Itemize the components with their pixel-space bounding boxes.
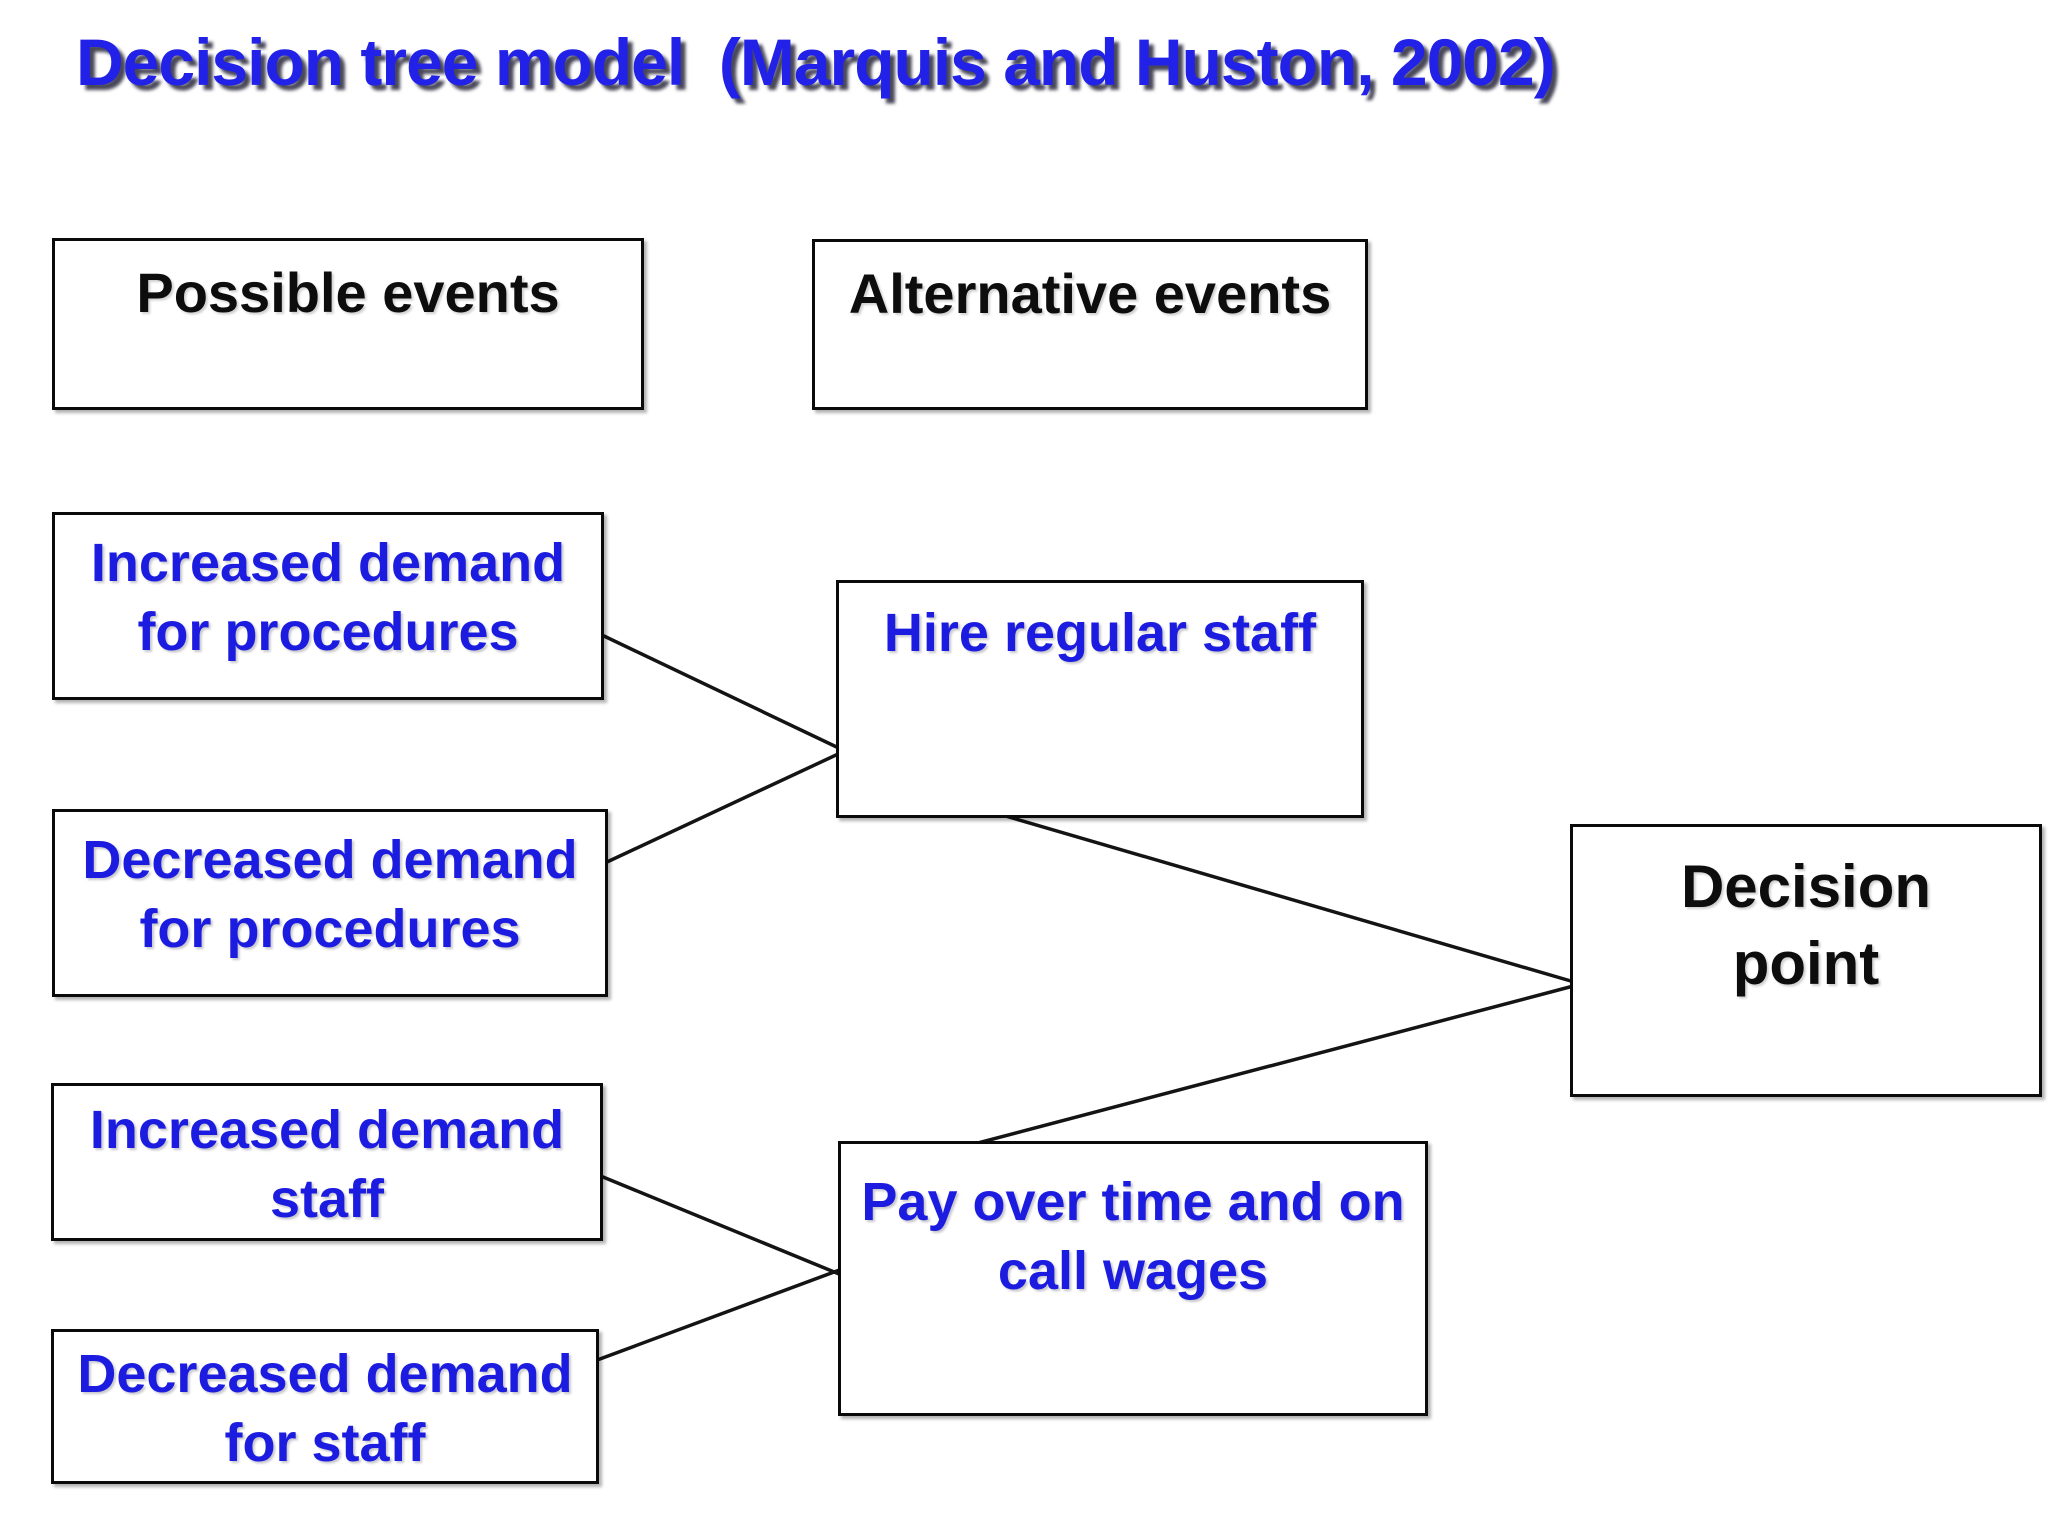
box-possible-events: Possible events xyxy=(52,238,644,410)
box-increased-demand-staff-label: Increased demand staff xyxy=(89,1100,565,1230)
box-decreased-demand-staff: Decreased demand for staff xyxy=(51,1329,599,1484)
box-increased-demand-staff: Increased demand staff xyxy=(51,1083,603,1241)
box-decreased-demand-procedures-label: Decreased demand for procedures xyxy=(82,830,578,960)
slide-title: Decision tree model (Marquis and Huston,… xyxy=(76,25,1556,99)
connector-increased-procedures-to-hire-staff xyxy=(602,634,868,763)
box-pay-overtime-on-call-wages: Pay over time and on call wages xyxy=(838,1141,1428,1416)
box-pay-overtime-on-call-wages-label: Pay over time and on call wages xyxy=(861,1172,1405,1302)
connector-increased-staff-to-pay-overtime xyxy=(601,1175,863,1285)
connector-decreased-staff-to-pay-overtime xyxy=(579,1260,863,1368)
box-alternative-events-label: Alternative events xyxy=(848,262,1332,325)
box-increased-demand-procedures: Increased demand for procedures xyxy=(52,512,604,700)
connector-decreased-procedures-to-hire-staff xyxy=(590,739,868,871)
box-decreased-demand-procedures: Decreased demand for procedures xyxy=(52,809,608,997)
box-decision-point: Decision point xyxy=(1570,824,2042,1097)
box-decision-point-label: Decision point xyxy=(1680,853,1932,997)
box-hire-regular-staff-label: Hire regular staff xyxy=(883,603,1317,663)
box-increased-demand-procedures-label: Increased demand for procedures xyxy=(90,533,566,663)
connector-decision-point-to-pay-overtime xyxy=(976,982,1583,1145)
box-alternative-events: Alternative events xyxy=(812,239,1368,410)
connector-hire-staff-to-decision-point xyxy=(966,803,1583,986)
box-hire-regular-staff: Hire regular staff xyxy=(836,580,1364,818)
box-decreased-demand-staff-label: Decreased demand for staff xyxy=(77,1344,573,1474)
box-possible-events-label: Possible events xyxy=(136,261,560,324)
